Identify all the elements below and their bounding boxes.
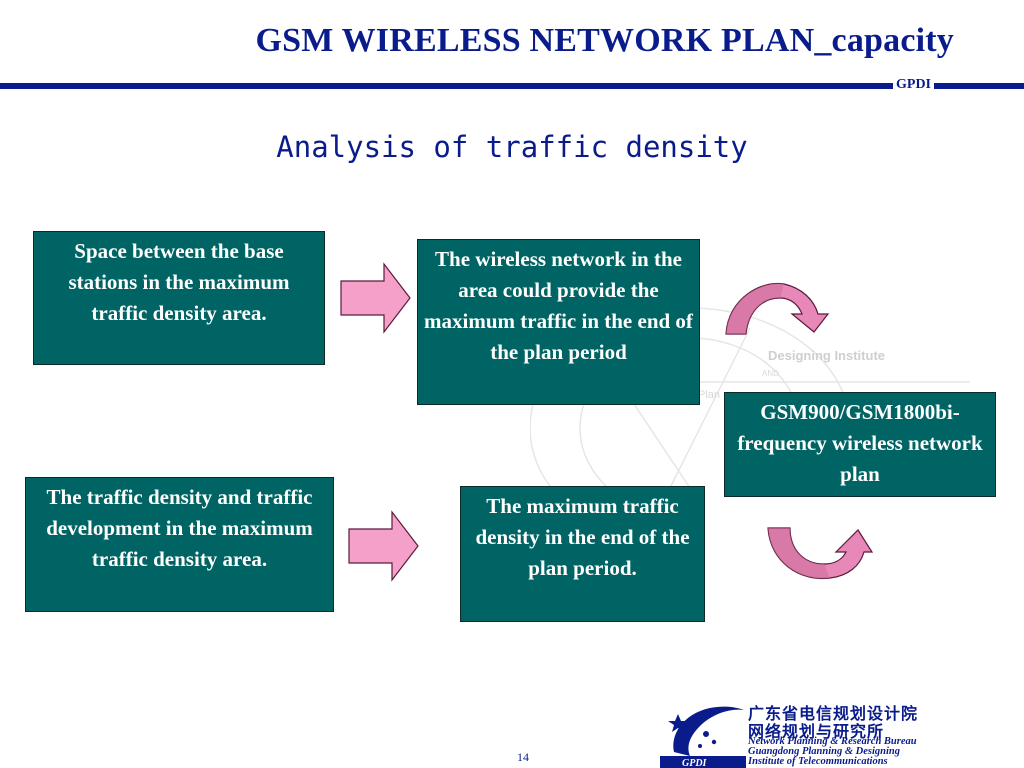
footer-en-line1: Network Planning & Research Bureau	[748, 736, 917, 747]
logo-text: GPDI	[682, 758, 708, 768]
box-max-traffic-provided: The wireless network in the area could p…	[417, 239, 700, 405]
footer-cn-line1: 广东省电信规划设计院	[748, 704, 919, 723]
arrow-right-bottom-icon	[348, 510, 419, 582]
footer-en-line3: Institute of Telecommunications	[748, 756, 888, 767]
arrow-right-top-icon	[340, 262, 411, 334]
box-station-spacing: Space between the base stations in the m…	[33, 231, 325, 365]
box-max-traffic-density: The maximum traffic density in the end o…	[460, 486, 705, 622]
watermark-text-1: Designing Institute	[768, 348, 885, 363]
curved-arrow-bottom-icon	[767, 527, 874, 580]
gpdi-logo-icon: GPDI	[660, 706, 746, 768]
slide-subtitle: Analysis of traffic density	[276, 130, 748, 164]
page-number: 14	[517, 750, 529, 764]
watermark-text-2: AND	[762, 369, 779, 378]
slide-title: GSM WIRELESS NETWORK PLAN_capacity	[255, 22, 954, 59]
footer-cn-line2: 网络规划与研究所	[748, 722, 885, 741]
curved-arrow-top-icon	[725, 282, 830, 335]
footer-en-line2: Guangdong Planning & Designing	[748, 746, 901, 757]
title-rule	[0, 83, 1024, 89]
gpdi-tag: GPDI	[893, 76, 934, 94]
box-network-plan: GSM900/GSM1800bi-frequency wireless netw…	[724, 392, 996, 497]
box-traffic-development: The traffic density and traffic developm…	[25, 477, 334, 612]
watermark-text-3: Plan	[698, 389, 720, 401]
